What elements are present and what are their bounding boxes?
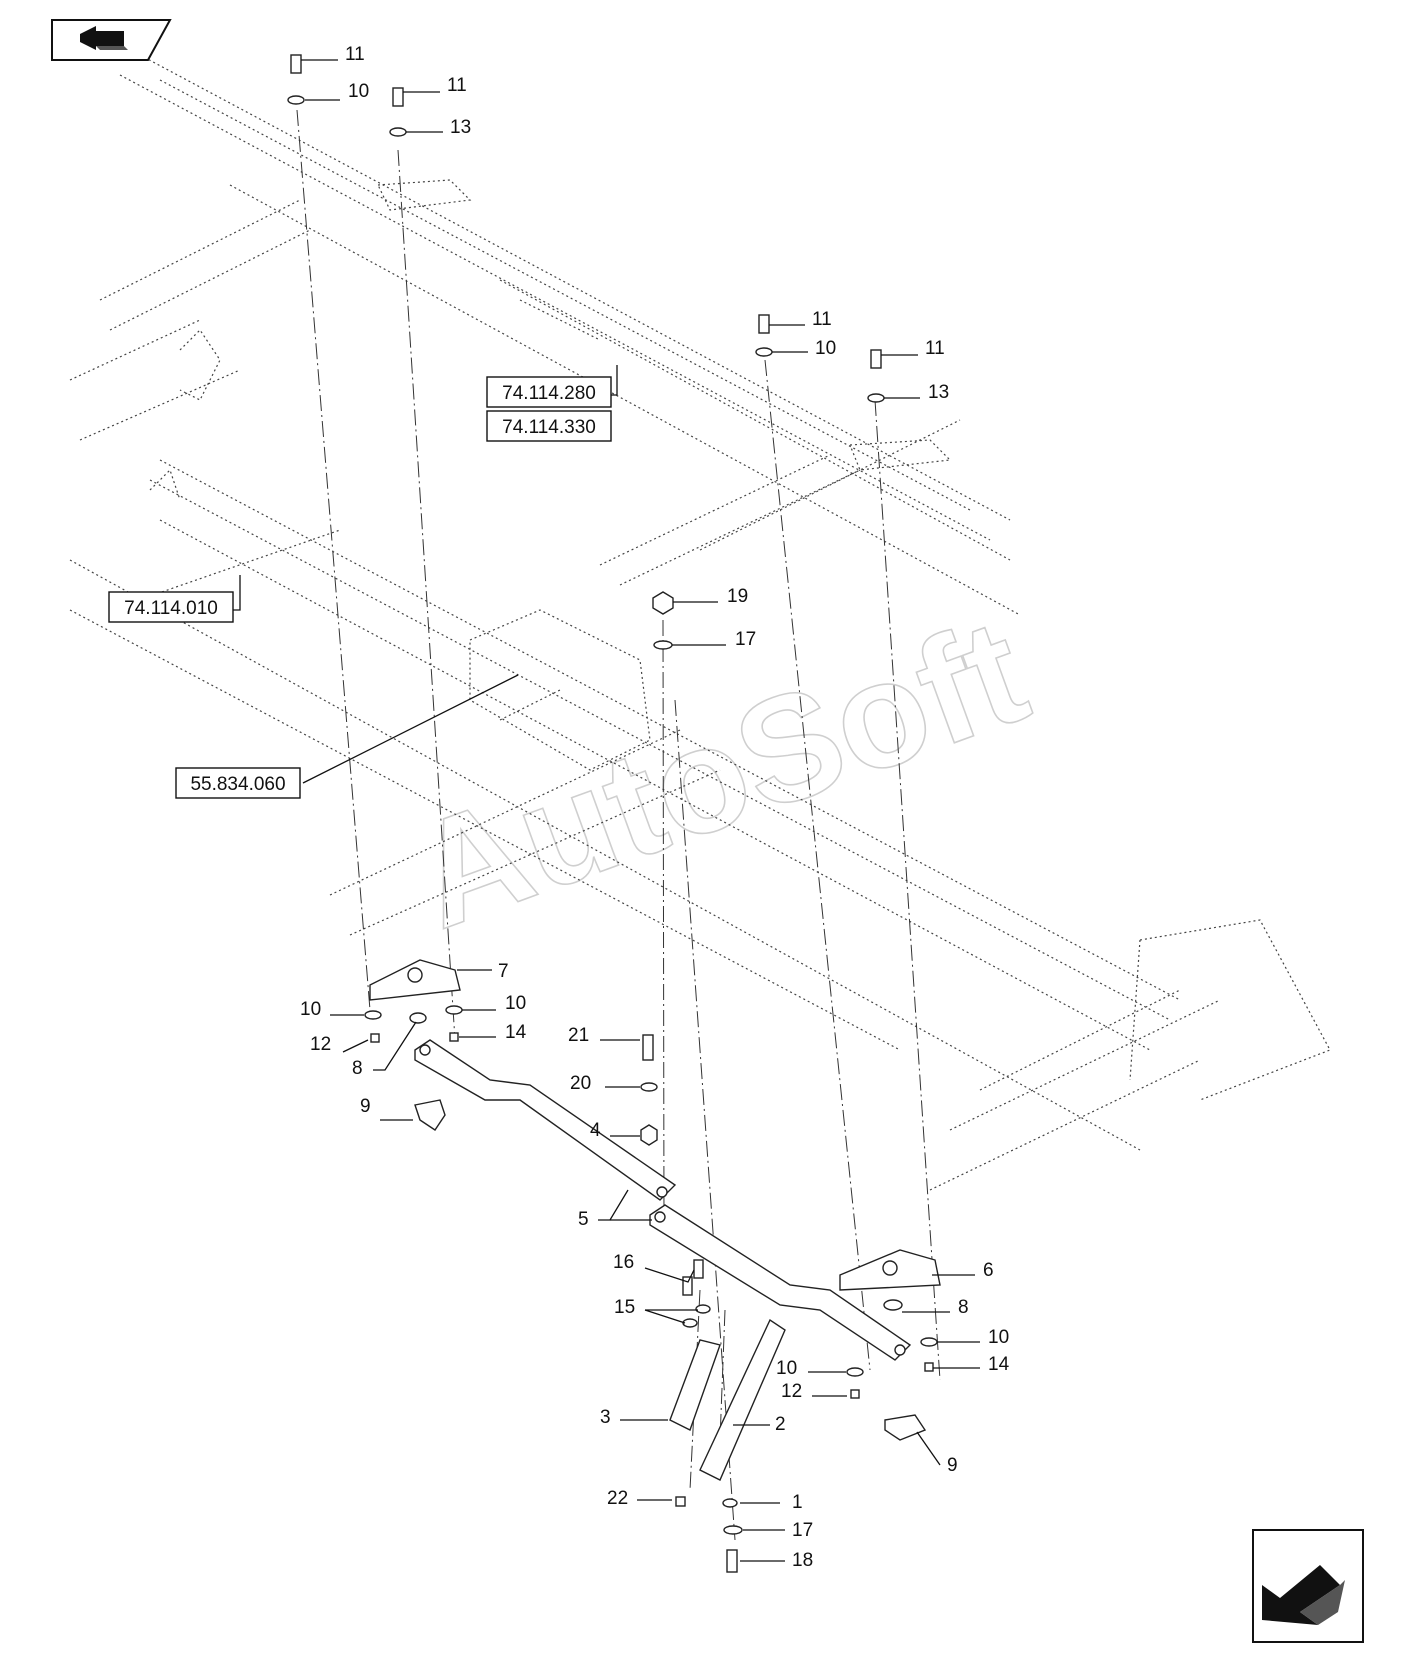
callout-18: 18 <box>792 1550 813 1571</box>
callout-15: 15 <box>614 1297 635 1318</box>
callout-20: 20 <box>570 1073 591 1094</box>
bolt-11 <box>758 314 770 334</box>
callout-22: 22 <box>607 1488 628 1509</box>
callout-17: 17 <box>792 1520 813 1541</box>
nut-12 <box>850 1389 860 1399</box>
part-3-bracket <box>669 1339 721 1431</box>
callout-17: 17 <box>735 629 756 650</box>
reference-boxes: 74.114.280 74.114.330 74.114.010 55.834.… <box>108 376 612 799</box>
callout-7: 7 <box>498 961 509 982</box>
return-arrow-icon[interactable] <box>51 19 172 61</box>
callout-16: 16 <box>613 1252 634 1273</box>
nut-22 <box>675 1496 686 1507</box>
callout-12: 12 <box>310 1034 331 1055</box>
washer-15 <box>695 1304 711 1314</box>
washer-10 <box>920 1337 938 1347</box>
bushing-8 <box>409 1012 427 1024</box>
callout-10: 10 <box>776 1358 797 1379</box>
callout-labels: 11 10 11 13 11 10 11 13 19 17 7 10 10 12… <box>300 44 1010 1571</box>
reference-74-114-010[interactable]: 74.114.010 <box>124 598 218 619</box>
reference-74-114-330[interactable]: 74.114.330 <box>502 417 596 438</box>
washer-15 <box>682 1318 698 1328</box>
callout-10: 10 <box>988 1327 1009 1348</box>
callout-4: 4 <box>590 1120 601 1141</box>
washer-17 <box>653 640 673 650</box>
assembly-axes <box>296 109 941 1541</box>
washer-20 <box>640 1082 658 1092</box>
callout-9: 9 <box>360 1096 371 1117</box>
callout-11: 11 <box>447 75 467 96</box>
callout-2: 2 <box>775 1414 786 1435</box>
reference-55-834-060[interactable]: 55.834.060 <box>190 774 285 795</box>
reference-74-114-280[interactable]: 74.114.280 <box>502 383 596 404</box>
fasteners <box>287 54 938 1573</box>
washer-10 <box>846 1367 864 1377</box>
bolt-11 <box>870 349 882 369</box>
washer-10 <box>287 95 305 105</box>
washer-10 <box>445 1005 463 1015</box>
callout-11: 11 <box>925 338 945 359</box>
part-9-pivot-right <box>884 1414 927 1441</box>
callout-13: 13 <box>450 117 471 138</box>
leader-lines <box>232 59 980 1562</box>
washer-17 <box>723 1525 743 1535</box>
bolt-18 <box>726 1549 738 1573</box>
nut-19 <box>652 591 674 615</box>
chassis-frame <box>69 54 1331 1191</box>
washer-13 <box>389 127 407 137</box>
watermark: AutoSoft <box>393 586 1045 960</box>
part-9-pivot-left <box>414 1099 446 1131</box>
washer-10 <box>364 1010 382 1020</box>
nut-12 <box>370 1033 380 1043</box>
callout-10: 10 <box>505 993 526 1014</box>
callout-3: 3 <box>600 1407 611 1428</box>
callout-8: 8 <box>958 1297 969 1318</box>
nut-4 <box>640 1124 658 1146</box>
parts <box>369 959 941 1481</box>
callout-8: 8 <box>352 1058 363 1079</box>
callout-14: 14 <box>988 1354 1010 1375</box>
callout-11: 11 <box>812 309 832 330</box>
callout-21: 21 <box>568 1025 589 1046</box>
callout-14: 14 <box>505 1022 527 1043</box>
washer-13 <box>867 393 885 403</box>
bolt-16 <box>682 1276 693 1296</box>
callout-10: 10 <box>815 338 836 359</box>
washer-10 <box>755 347 773 357</box>
part-2-bracket <box>699 1318 786 1481</box>
callout-10: 10 <box>348 81 369 102</box>
next-page-arrow-icon[interactable] <box>1252 1529 1364 1643</box>
nut-14 <box>924 1362 934 1372</box>
callout-13: 13 <box>928 382 949 403</box>
washer-1 <box>722 1498 738 1508</box>
callout-1: 1 <box>792 1492 803 1513</box>
bolt-11 <box>392 87 404 107</box>
callout-5: 5 <box>578 1209 589 1230</box>
nut-14 <box>449 1032 459 1042</box>
callout-6: 6 <box>983 1260 994 1281</box>
callout-10: 10 <box>300 999 321 1020</box>
bolt-21 <box>642 1034 654 1061</box>
callout-9: 9 <box>947 1455 958 1476</box>
callout-11: 11 <box>345 44 365 65</box>
callout-19: 19 <box>727 586 748 607</box>
bushing-8 <box>883 1299 903 1311</box>
bolt-16 <box>693 1259 704 1279</box>
callout-12: 12 <box>781 1381 802 1402</box>
bolt-11 <box>290 54 302 74</box>
part-5-tie-bar-upper <box>414 1039 677 1201</box>
